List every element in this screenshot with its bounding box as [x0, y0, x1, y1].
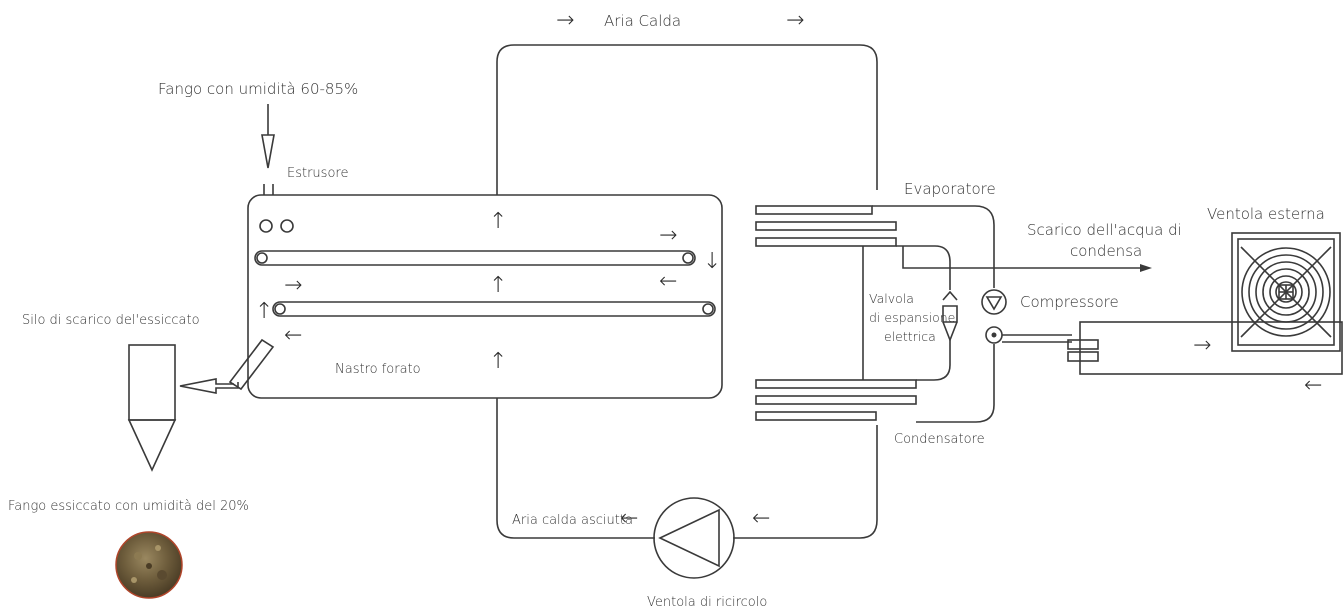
sludge-texture	[131, 577, 137, 583]
label-fango-out: Fango essiccato con umidità del 20%	[8, 499, 249, 514]
label-condensatore: Condensatore	[894, 432, 985, 447]
label-silo: Silo di scarico del'essiccato	[22, 313, 200, 328]
label-valvola-2: di espansione	[869, 310, 955, 325]
label-valvola-3: elettrica	[884, 329, 936, 344]
sludge-texture	[146, 563, 152, 569]
condensate-drain-arrowhead	[1140, 264, 1152, 272]
discharge-outlet-arrow	[180, 379, 238, 393]
condenser-coil	[756, 380, 916, 388]
flow-arrow-right: →	[284, 273, 302, 298]
refrigerant-loop	[872, 206, 994, 288]
evaporator-coil	[756, 238, 896, 246]
compressor-symbol	[987, 297, 1001, 309]
label-evaporatore: Evaporatore	[904, 180, 996, 198]
flow-arrow-left: ←	[284, 323, 302, 348]
discharge-silo	[129, 345, 175, 420]
flow-arrow-down: ↓	[703, 249, 721, 274]
flow-arrow-up: ↑	[489, 209, 507, 234]
condenser-coil	[756, 396, 916, 404]
label-ventola-ricircolo: Ventola di ricircolo	[647, 595, 767, 610]
flow-arrow-up: ↑	[255, 299, 273, 324]
label-valvola-1: Valvola	[869, 291, 914, 306]
label-scarico-1: Scarico dell'acqua di	[1027, 221, 1182, 239]
sludge-texture	[134, 552, 142, 560]
evaporator-coil	[756, 206, 872, 214]
hot-air-duct	[497, 45, 877, 195]
outdoor-coil-connector	[1068, 340, 1098, 349]
label-ventola-esterna: Ventola esterna	[1207, 205, 1325, 223]
discharge-chute	[230, 340, 273, 389]
feed-roller	[281, 220, 293, 232]
recirculation-fan	[654, 498, 734, 578]
flow-arrow-right: →	[786, 8, 804, 33]
flow-arrow-left: ←	[1304, 373, 1322, 398]
flow-arrow-up: ↑	[489, 349, 507, 374]
belt-roller	[703, 304, 713, 314]
feed-roller	[260, 220, 272, 232]
flow-arrow-up: ↑	[489, 273, 507, 298]
refrigerant-from-valve	[916, 340, 950, 380]
evaporator-coil	[756, 222, 896, 230]
flow-arrow-right: →	[1193, 333, 1211, 358]
belt-roller	[275, 304, 285, 314]
upper-perforated-belt	[255, 251, 695, 265]
flow-arrow-right: →	[556, 8, 574, 33]
label-scarico-2: condensa	[1070, 242, 1142, 260]
outdoor-fan	[1232, 233, 1340, 351]
label-aria-calda-asciutta: Aria calda asciutta	[512, 513, 633, 528]
refrigerant-loop	[916, 344, 994, 422]
flow-arrow-right: →	[659, 223, 677, 248]
outdoor-coil-connector	[1068, 352, 1098, 361]
drying-chamber	[248, 195, 722, 398]
sludge-texture	[157, 570, 167, 580]
condenser-coil	[756, 412, 876, 420]
sludge-inlet-arrowhead	[262, 135, 274, 168]
belt-roller	[257, 253, 267, 263]
label-estrusore: Estrusore	[287, 166, 348, 181]
label-nastro-forato: Nastro forato	[335, 362, 421, 377]
belt-roller	[683, 253, 693, 263]
discharge-silo-cone	[129, 420, 175, 470]
flow-arrow-left: ←	[659, 269, 677, 294]
label-aria-calda: Aria Calda	[604, 12, 681, 30]
label-fango-in: Fango con umidità 60-85%	[158, 80, 358, 98]
label-compressore: Compressore	[1020, 293, 1119, 311]
lower-perforated-belt	[273, 302, 715, 316]
flow-arrow-left: ←	[752, 506, 770, 531]
compressor-port-dot	[992, 333, 997, 338]
sludge-texture	[155, 545, 161, 551]
